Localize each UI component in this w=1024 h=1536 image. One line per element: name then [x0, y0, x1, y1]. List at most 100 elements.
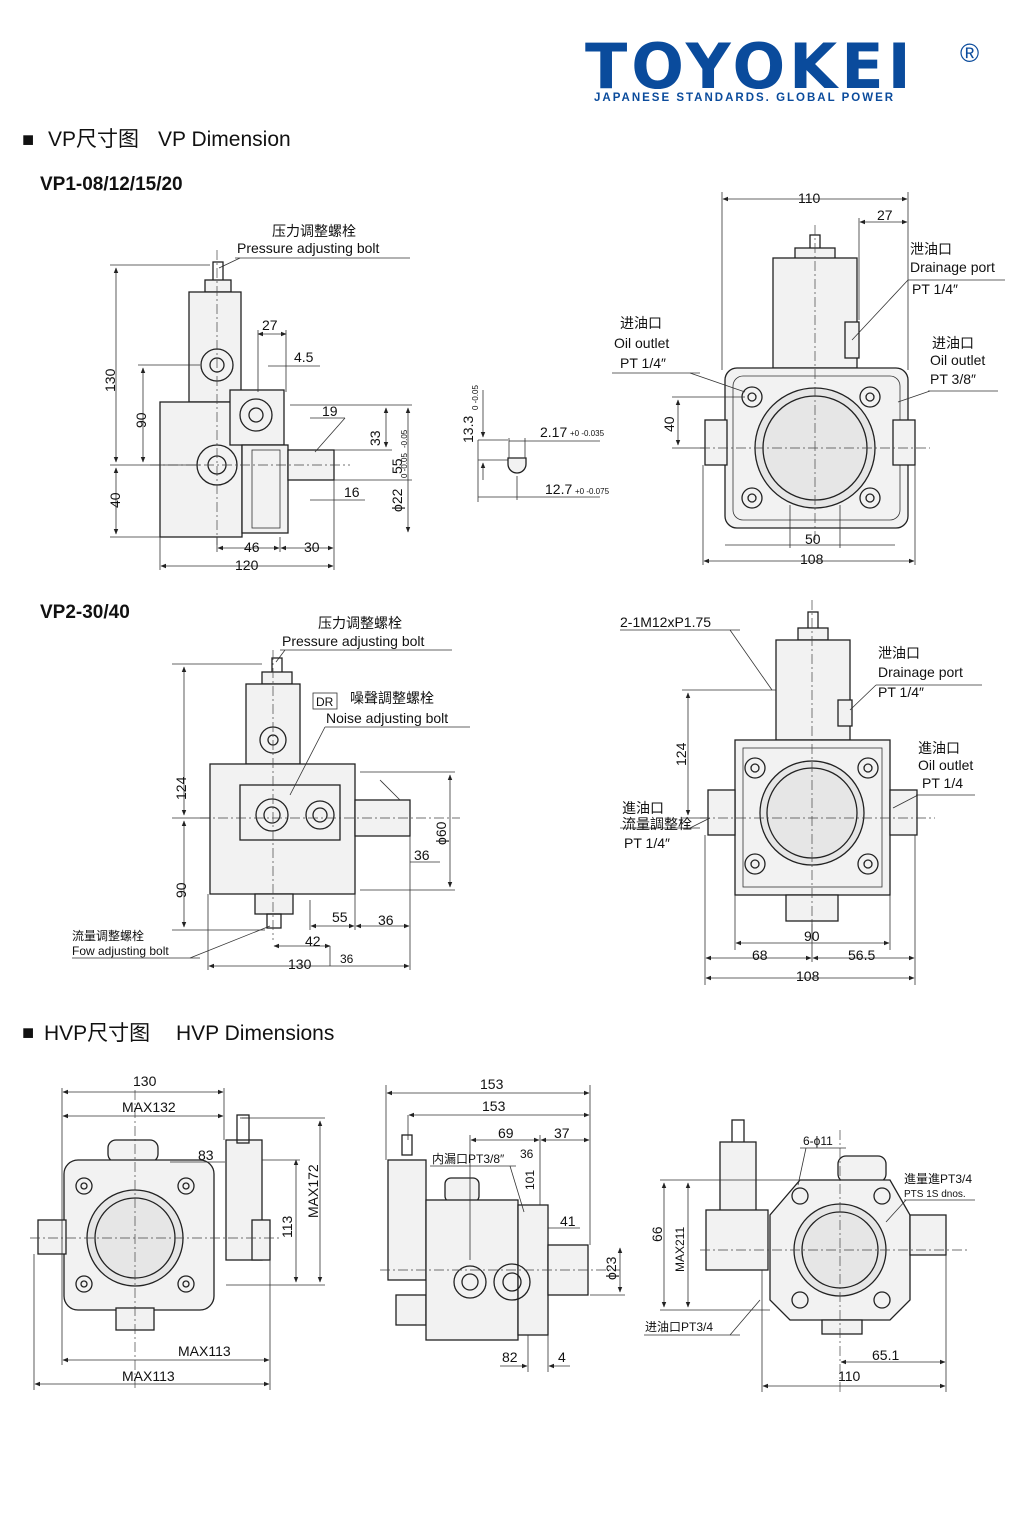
vp1-dim-46: 46	[244, 539, 260, 555]
vp2-outlet-pt: PT 1/4	[922, 775, 963, 791]
hvp3-dim-max211: MAX211	[673, 1227, 687, 1272]
vp2-outlet-en: Oil outlet	[918, 757, 973, 773]
vp1-side-view: 压力调整螺栓 Pressure adjusting bolt 130 90 40…	[102, 223, 412, 573]
hvp1-dim-130: 130	[133, 1073, 157, 1089]
brand-tagline: JAPANESE STANDARDS. GLOBAL POWER	[594, 92, 895, 104]
vp2-dim-phi60: ϕ60	[433, 821, 449, 845]
vp1-front-dim-27: 27	[877, 207, 893, 223]
key-dim-12-7-tol: +0 -0.075	[575, 487, 610, 496]
vp2-dim-55: 55	[332, 909, 348, 925]
vp1-model-label: VP1-08/12/15/20	[40, 174, 183, 195]
vp-title-en: VP Dimension	[158, 128, 291, 151]
hvp2-dim-101: 101	[523, 1170, 537, 1190]
hvp-section-header: ■ HVP尺寸图 HVP Dimensions	[22, 1022, 334, 1045]
vp2-bolt-cn: 压力调整螺栓	[318, 615, 402, 631]
brand-name: TOYOKEI	[585, 30, 915, 103]
registered-mark: ®	[960, 38, 979, 68]
brand-logo: TOYOKEI ® JAPANESE STANDARDS. GLOBAL POW…	[585, 30, 979, 104]
vp1-front-dim-50: 50	[805, 531, 821, 547]
vp2-drain-cn: 泄油口	[878, 645, 920, 661]
vp2-drain-en: Drainage port	[878, 664, 963, 680]
hvp2-dim-82: 82	[502, 1349, 518, 1365]
vp2-front-dim-56-5: 56.5	[848, 947, 875, 963]
vp2-dr-tag: DR	[316, 695, 334, 709]
hvp2-dim-36: 36	[520, 1147, 534, 1161]
hvp3-dim-66: 66	[649, 1226, 665, 1242]
vp1-drain-pt: PT 1/4″	[912, 281, 958, 297]
vp1-dim-19: 19	[322, 403, 338, 419]
hvp3-outlet-note: 进油口PT3/4	[645, 1320, 713, 1334]
vp2-inlet-cn2: 流量調整栓	[622, 816, 692, 832]
hvp3-inlet-note: 進量進PT3/4	[904, 1172, 972, 1186]
vp2-flow-en: Fow adjusting bolt	[72, 944, 169, 958]
vp1-dim-30: 30	[304, 539, 320, 555]
hvp1-dim-max113a: MAX113	[178, 1343, 231, 1359]
section-marker: ■	[22, 129, 34, 151]
vp1-dim-130: 130	[102, 368, 118, 392]
vp1-front-dim-108: 108	[800, 551, 824, 567]
vp2-thread-note: 2-1M12xP1.75	[620, 614, 711, 630]
hvp1-dim-83: 83	[198, 1147, 214, 1163]
hvp2-dim-153a: 153	[480, 1076, 504, 1092]
vp2-noise-en: Noise adjusting bolt	[326, 710, 448, 726]
vp2-dim-90: 90	[173, 882, 189, 898]
vp2-side-view: 压力调整螺栓 Pressure adjusting bolt DR 噪聲調整螺栓…	[72, 615, 470, 972]
vp1-drain-en: Drainage port	[910, 259, 995, 275]
vp2-front-dim-108: 108	[796, 968, 820, 984]
vp1-outlet-cn: 进油口	[620, 315, 662, 331]
hvp1-dim-113: 113	[279, 1215, 295, 1238]
vp1-dim-27: 27	[262, 317, 278, 333]
vp1-bolt-en: Pressure adjusting bolt	[237, 240, 380, 256]
vp2-front-view: 2-1M12xP1.75 泄油口 Drainage port PT 1/4″ 進…	[620, 600, 982, 985]
hvp2-dim-4: 4	[558, 1349, 566, 1365]
vp2-inlet-pt: PT 1/4″	[624, 835, 670, 851]
vp1-dim-120: 120	[235, 557, 259, 573]
vp1-dim-33: 33	[367, 430, 383, 446]
vp1-front-dim-110: 110	[798, 190, 821, 206]
vp2-dim-130: 130	[288, 956, 312, 972]
vp1-front-dim-40: 40	[661, 416, 677, 432]
vp1-key-detail: 13.3 0 -0.05 2.17 +0 -0.035 12.7 +0 -0.0…	[460, 385, 610, 502]
hvp2-dim-69: 69	[498, 1125, 514, 1141]
vp2-inlet-cn1: 進油口	[622, 800, 664, 816]
hvp3-dim-65-1: 65.1	[872, 1347, 899, 1363]
hvp-rear-view: 6-ϕ11 進量進PT3/4 PTS 1S dnos. 进油口PT3/4 66 …	[644, 1119, 975, 1395]
vp2-model-label: VP2-30/40	[40, 602, 130, 623]
vp1-dim-55-tol: -0.05	[400, 429, 409, 448]
vp-section-header: ■ VP尺寸图 VP Dimension	[22, 128, 291, 151]
vp2-bolt-en: Pressure adjusting bolt	[282, 633, 425, 649]
vp1-drain-cn: 泄油口	[910, 241, 952, 257]
vp2-noise-cn: 噪聲調整螺栓	[350, 690, 434, 706]
hvp3-dim-110: 110	[838, 1368, 861, 1384]
hvp3-holes-note: 6-ϕ11	[803, 1134, 833, 1148]
vp2-dim-124: 124	[173, 776, 189, 800]
hvp-front-view: 130 MAX132 83 MAX172 113 MAX113 MAX113	[30, 1073, 325, 1390]
vp1-outlet-en: Oil outlet	[614, 335, 669, 351]
vp-title-cn: VP尺寸图	[48, 128, 139, 151]
hvp-title-en: HVP Dimensions	[176, 1022, 334, 1045]
vp2-front-dim-124: 124	[673, 742, 689, 766]
hvp3-inlet-note-2: PTS 1S dnos.	[904, 1189, 966, 1200]
vp2-drain-pt: PT 1/4″	[878, 684, 924, 700]
hvp2-dim-37: 37	[554, 1125, 570, 1141]
vp2-dim-42: 42	[305, 933, 321, 949]
vp1-outlet-pt: PT 1/4″	[620, 355, 666, 371]
key-dim-13-3: 13.3	[460, 416, 476, 443]
vp2-dim-36c: 36	[340, 952, 354, 966]
hvp1-dim-max172: MAX172	[305, 1164, 321, 1218]
vp1-dim-40: 40	[107, 492, 123, 508]
hvp2-dim-phi23: ϕ23	[603, 1256, 619, 1280]
section-marker: ■	[22, 1022, 34, 1044]
key-dim-13-3-tol: 0 -0.05	[471, 385, 480, 410]
vp2-front-dim-68: 68	[752, 947, 768, 963]
hvp2-dim-153b: 153	[482, 1098, 506, 1114]
vp1-front-view: 110 27 泄油口 Drainage port PT 1/4″ 进油口 Oil…	[612, 190, 1005, 567]
vp2-dim-36b: 36	[378, 912, 394, 928]
key-dim-2-17: 2.17	[540, 424, 567, 440]
hvp2-dim-41: 41	[560, 1213, 576, 1229]
key-dim-2-17-tol: +0 -0.035	[570, 429, 605, 438]
vp1-bolt-cn: 压力调整螺栓	[272, 223, 356, 239]
vp1-inlet-en: Oil outlet	[930, 352, 985, 368]
key-dim-12-7: 12.7	[545, 481, 572, 497]
